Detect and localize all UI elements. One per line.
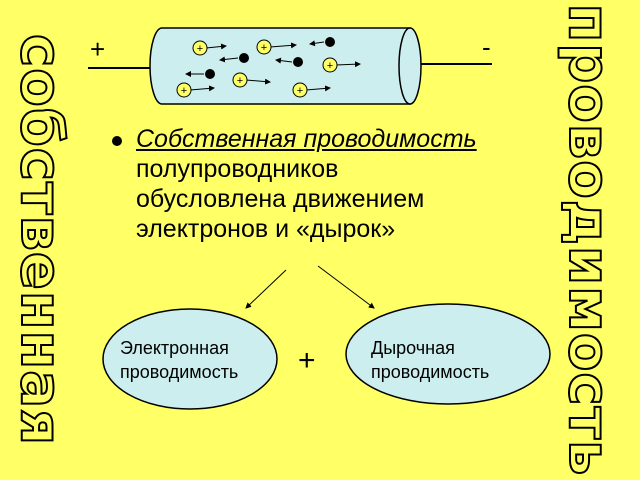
hole-carrier: +	[256, 39, 297, 55]
electron-carrier	[275, 57, 303, 67]
bullet-item: Собственная проводимость полупроводников…	[112, 124, 542, 244]
ellipse-label-line: Электронная	[120, 338, 229, 358]
plus-sign: +	[298, 344, 316, 377]
svg-text:+: +	[181, 85, 187, 97]
bullet-dot-icon	[112, 136, 122, 146]
hole-carrier: +	[322, 57, 361, 73]
arrow-to-electronic	[245, 269, 287, 309]
electron-carrier	[219, 53, 249, 63]
bullet-line: полупроводников	[136, 155, 339, 183]
bullet-line: обусловлена движением	[136, 185, 425, 213]
hole-conductivity-label: Дырочная проводимость	[371, 336, 489, 384]
hole-carrier: +	[192, 40, 227, 56]
electronic-conductivity-ellipse	[102, 308, 278, 410]
electron-carrier	[309, 37, 335, 47]
minus-terminal-label: -	[482, 32, 491, 62]
tube-end-cap	[398, 27, 422, 105]
hole-carrier: +	[292, 82, 331, 98]
svg-text:+: +	[297, 85, 303, 97]
bullet-line: электронов и «дырок»	[136, 215, 396, 243]
svg-text:+: +	[197, 43, 203, 55]
electron-carrier	[185, 69, 215, 79]
arrow-to-hole	[317, 265, 375, 309]
bullet-term: Собственная проводимость	[136, 125, 477, 153]
svg-text:+: +	[261, 42, 267, 54]
svg-text:+: +	[237, 75, 243, 87]
electronic-conductivity-label: Электронная проводимость	[120, 336, 238, 384]
plus-terminal-label: +	[90, 34, 106, 64]
ellipse-label-line: Дырочная	[371, 338, 455, 358]
hole-carrier: +	[232, 72, 271, 88]
ellipse-label-line: проводимость	[120, 362, 239, 382]
hole-conductivity-ellipse	[345, 303, 551, 405]
hole-carrier: +	[176, 82, 215, 98]
bullet-text: Собственная проводимость полупроводников…	[136, 124, 542, 244]
svg-text:+: +	[327, 60, 333, 72]
ellipse-label-line: проводимость	[371, 362, 490, 382]
